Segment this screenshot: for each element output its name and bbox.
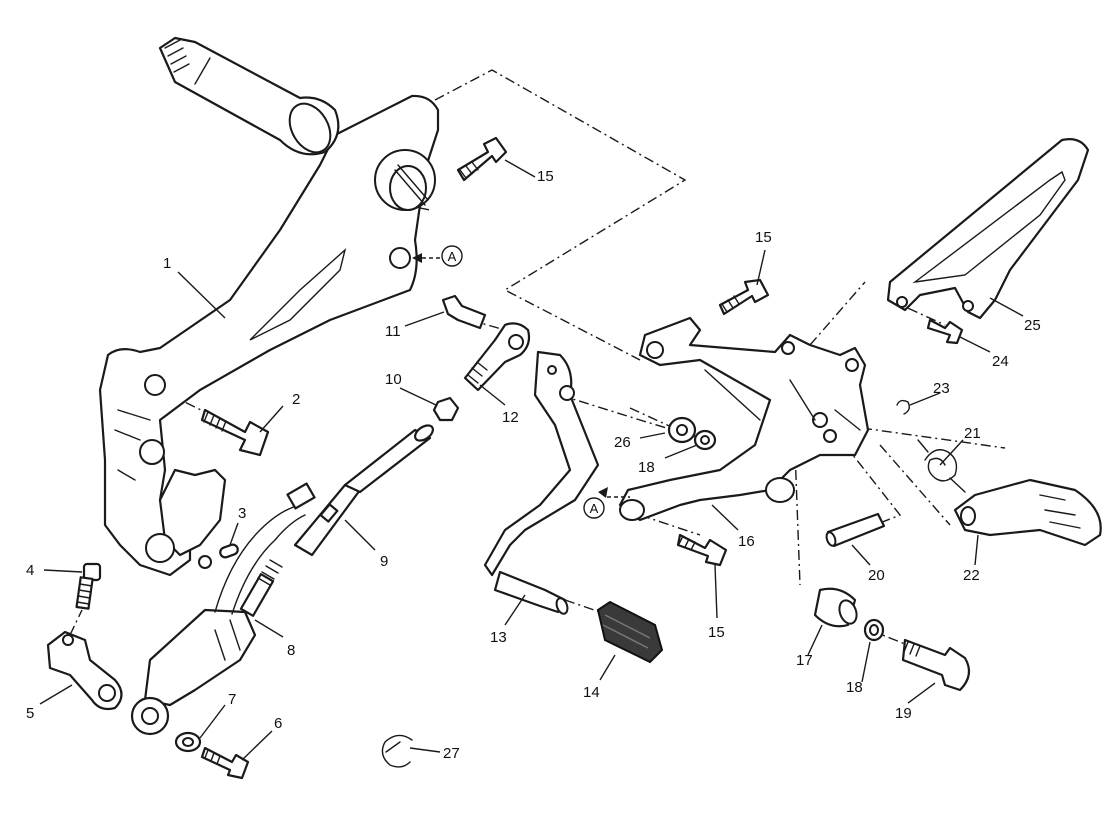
callout-10: 10 <box>385 371 402 388</box>
part-21-spring <box>917 439 966 493</box>
part-26-washer <box>667 416 697 444</box>
callout-6: 6 <box>274 715 282 732</box>
part-1-footpeg-bracket <box>98 94 440 577</box>
callout-18-b: 18 <box>846 679 863 696</box>
callout-2: 2 <box>292 391 300 408</box>
reference-arrows <box>412 253 630 498</box>
footpeg-sleeve <box>158 36 340 156</box>
callout-labels: 1 2 3 4 5 6 7 8 9 10 11 12 13 14 15 15 1… <box>26 168 1041 762</box>
callout-11: 11 <box>385 323 401 340</box>
callout-4: 4 <box>26 562 34 579</box>
callout-9: 9 <box>380 553 388 570</box>
part-12-rod-end <box>463 322 531 392</box>
reference-marker-a-2-label: A <box>590 501 599 516</box>
callout-5: 5 <box>26 705 34 722</box>
callout-21: 21 <box>964 425 981 442</box>
part-23-clip <box>896 399 911 415</box>
part-24-bolt <box>926 318 964 345</box>
part-4-bolt <box>75 562 102 610</box>
part-18-washer-b <box>863 618 885 642</box>
shifter-bracket <box>145 468 227 569</box>
callout-16: 16 <box>738 533 755 550</box>
part-6-bolt <box>200 746 250 780</box>
callout-15-c: 15 <box>708 624 725 641</box>
callout-14: 14 <box>583 684 600 701</box>
part-15-bolt-c <box>676 533 728 567</box>
reference-marker-a-1-label: A <box>448 249 457 264</box>
part-15-bolt-a <box>456 136 508 182</box>
callout-26: 26 <box>614 434 631 451</box>
part-27-clip <box>381 734 413 768</box>
leader-lines <box>39 159 1024 761</box>
part-22-footpeg <box>953 478 1102 547</box>
part-25-heel-guard <box>886 138 1090 320</box>
callout-1: 1 <box>163 255 171 272</box>
part-11-bolt <box>441 294 487 330</box>
callout-24: 24 <box>992 353 1009 370</box>
part-13-gear-pedal <box>483 350 600 615</box>
callout-12: 12 <box>502 409 519 426</box>
part-16-rearset-bracket <box>618 316 870 522</box>
part-3-pin <box>219 543 239 559</box>
callout-20: 20 <box>868 567 885 584</box>
callout-15-a: 15 <box>537 168 554 185</box>
callout-23: 23 <box>933 380 950 397</box>
reference-marker-a-1: A <box>441 245 463 267</box>
part-7-washer <box>174 731 202 753</box>
part-19-shoulder-bolt <box>901 638 971 692</box>
part-15-bolt-b <box>718 278 770 316</box>
callout-22: 22 <box>963 567 980 584</box>
part-14-pedal-rubber <box>596 600 664 664</box>
part-17-bushing <box>813 587 858 628</box>
callout-18-a: 18 <box>638 459 655 476</box>
part-8-shift-rod-sensor <box>130 482 316 736</box>
callout-7: 7 <box>228 691 236 708</box>
callout-19: 19 <box>895 705 912 722</box>
callout-25: 25 <box>1024 317 1041 334</box>
callout-3: 3 <box>238 505 246 522</box>
callout-15-b: 15 <box>755 229 772 246</box>
callout-27: 27 <box>443 745 460 762</box>
part-2-bolt <box>200 408 270 457</box>
part-5-rod-end <box>46 630 123 711</box>
part-9-rod-sleeve <box>293 424 434 557</box>
part-20-pin <box>825 512 886 548</box>
callout-13: 13 <box>490 629 507 646</box>
part-18-washer-a <box>693 429 717 451</box>
callout-17: 17 <box>796 652 813 669</box>
callout-8: 8 <box>287 642 295 659</box>
reference-marker-a-2: A <box>583 497 605 519</box>
part-10-nut <box>432 396 460 422</box>
